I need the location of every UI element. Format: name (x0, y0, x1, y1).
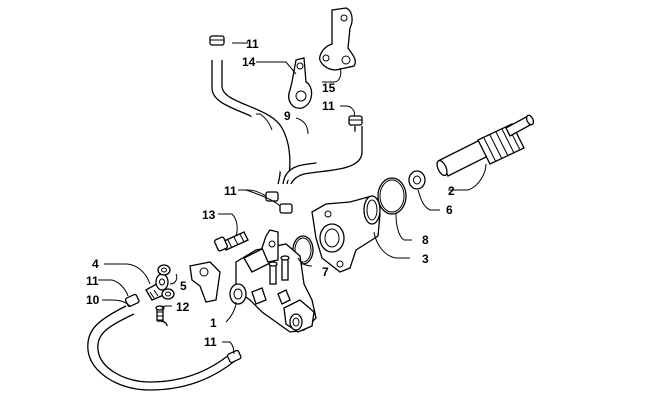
clamp-part-11-top (209, 35, 225, 46)
callout-3: 3 (422, 252, 429, 266)
washer-part-5 (157, 264, 175, 300)
clamp-part-11-left (124, 293, 140, 308)
bolt-part-13 (213, 231, 249, 252)
washer-part-6 (408, 170, 426, 190)
callout-11-bottom: 11 (204, 335, 217, 349)
hose-part-10 (87, 305, 237, 391)
callout-1: 1 (210, 316, 217, 330)
housing-part-3 (311, 195, 381, 273)
callout-9: 9 (284, 109, 291, 123)
callout-7: 7 (322, 265, 329, 279)
callout-12: 12 (176, 300, 190, 314)
callout-8: 8 (422, 233, 429, 247)
callout-11-top: 11 (246, 37, 259, 51)
clamp-part-11-middle (265, 191, 293, 214)
hose-part-9 (211, 60, 363, 185)
callout-10: 10 (86, 293, 100, 307)
mount-bracket (189, 261, 221, 303)
callout-2: 2 (448, 184, 455, 198)
callout-11-upper-right: 11 (322, 99, 335, 113)
callout-15: 15 (322, 81, 336, 95)
callout-5: 5 (180, 279, 187, 293)
leader-lines (98, 42, 487, 355)
callout-6: 6 (446, 203, 453, 217)
callout-11-left: 11 (86, 274, 99, 288)
callout-labels: 11 14 15 11 9 11 13 2 6 8 3 7 4 11 10 5 … (86, 37, 455, 349)
drive-shaft-part-2 (436, 114, 535, 177)
pump-body-part-1 (229, 229, 317, 333)
callout-4: 4 (92, 257, 99, 271)
bracket-part-15 (319, 7, 356, 71)
o-ring-part-8 (377, 177, 407, 215)
callout-11-middle: 11 (224, 184, 237, 198)
callout-14: 14 (242, 55, 256, 69)
clamp-part-11-bottom (226, 349, 242, 364)
clamp-part-11-upper-right (348, 115, 363, 126)
callout-13: 13 (202, 208, 216, 222)
banjo-fitting-part-4 (145, 273, 169, 301)
bracket-part-14 (288, 57, 313, 109)
